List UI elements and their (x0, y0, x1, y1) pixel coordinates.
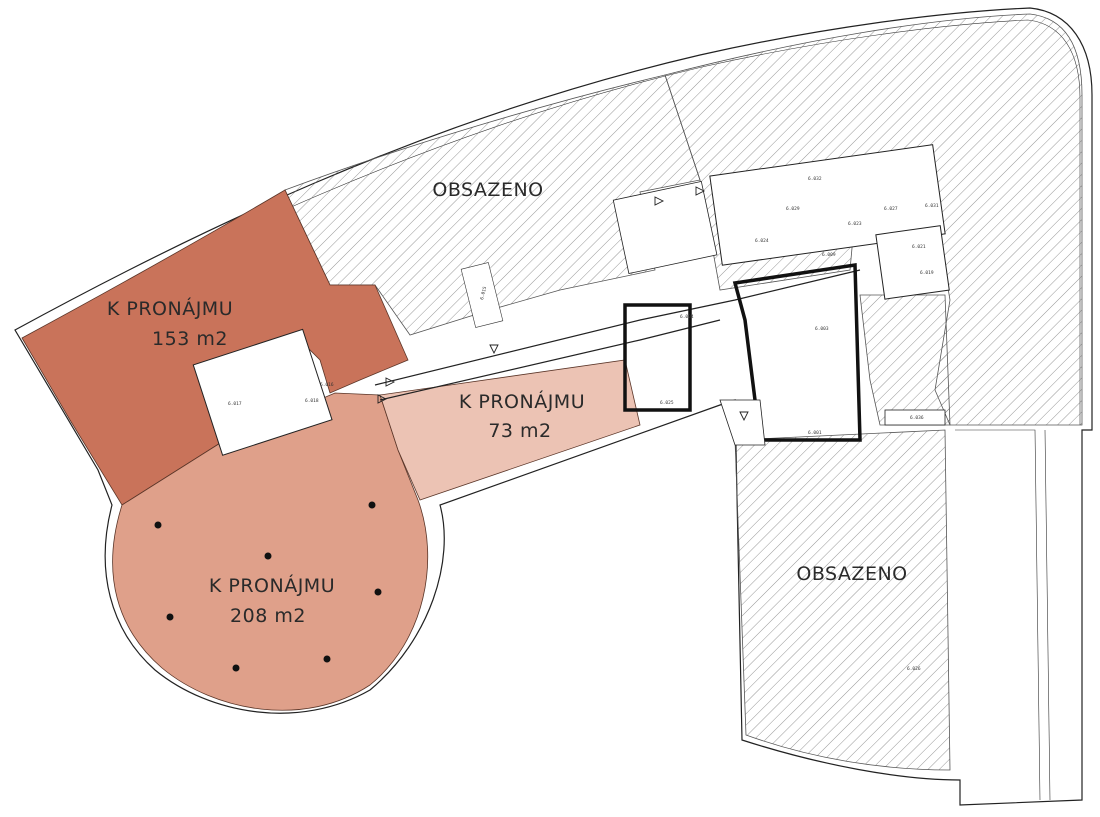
room-code: 6.003 (815, 326, 829, 332)
room-code: 6.036 (910, 415, 924, 421)
lobby-north (612, 180, 718, 275)
room-code: 6.001 (808, 430, 822, 436)
room-code: 6.009 (822, 252, 836, 258)
occupied-north-area (284, 74, 701, 336)
occupied-north-label: OBSAZENO (432, 179, 543, 201)
corridor-south (719, 399, 766, 446)
unit-208-title: K PRONÁJMU (209, 574, 335, 597)
shaft-south (884, 409, 946, 426)
room-code: 6.018 (305, 398, 319, 404)
room-code: 6.019 (920, 270, 934, 276)
unit-73-area[interactable] (379, 359, 641, 501)
room-code: 6.017 (228, 401, 242, 407)
stair-core-center (623, 303, 692, 412)
column (232, 664, 240, 672)
corridor-wall-south (379, 319, 721, 401)
occupied-south-label: OBSAZENO (796, 563, 907, 585)
room-code: 6.023 (848, 221, 862, 227)
room-code: 6.032 (808, 176, 822, 182)
unit-208-area[interactable] (112, 392, 429, 711)
stair-core-west (192, 328, 333, 456)
column (374, 588, 382, 596)
facade-east-band (955, 429, 1051, 801)
room-code: 6.016 (320, 382, 334, 388)
direction-markers (377, 186, 749, 422)
occupied-core-east-area (859, 294, 951, 426)
stair-core-east (732, 262, 862, 442)
room-code: 6.024 (755, 238, 769, 244)
room-code: 6.025 (660, 400, 674, 406)
service-room (875, 225, 950, 300)
unit-208-area-label: 208 m2 (230, 605, 306, 627)
building-outline (14, 7, 1093, 806)
occupied-south-area (734, 429, 951, 771)
unit-73-title: K PRONÁJMU (459, 390, 585, 413)
room-code: 6.027 (884, 206, 898, 212)
column (264, 552, 272, 560)
room-code: 6.004 (680, 314, 694, 320)
column (368, 501, 376, 509)
room-code: 6.029 (786, 206, 800, 212)
corridor-wall-north (374, 269, 861, 386)
room-code: 6.031 (925, 203, 939, 209)
room-code: 6.026 (907, 666, 921, 672)
unit-73-area-label: 73 m2 (488, 420, 551, 442)
unit-153-title: K PRONÁJMU (107, 297, 233, 320)
room-code: 6.021 (912, 244, 926, 250)
column (154, 521, 162, 529)
column (323, 655, 331, 663)
room-6015 (460, 262, 504, 328)
column (166, 613, 174, 621)
room-code: 6.015 (479, 286, 488, 301)
unit-153-area-label: 153 m2 (152, 328, 228, 350)
